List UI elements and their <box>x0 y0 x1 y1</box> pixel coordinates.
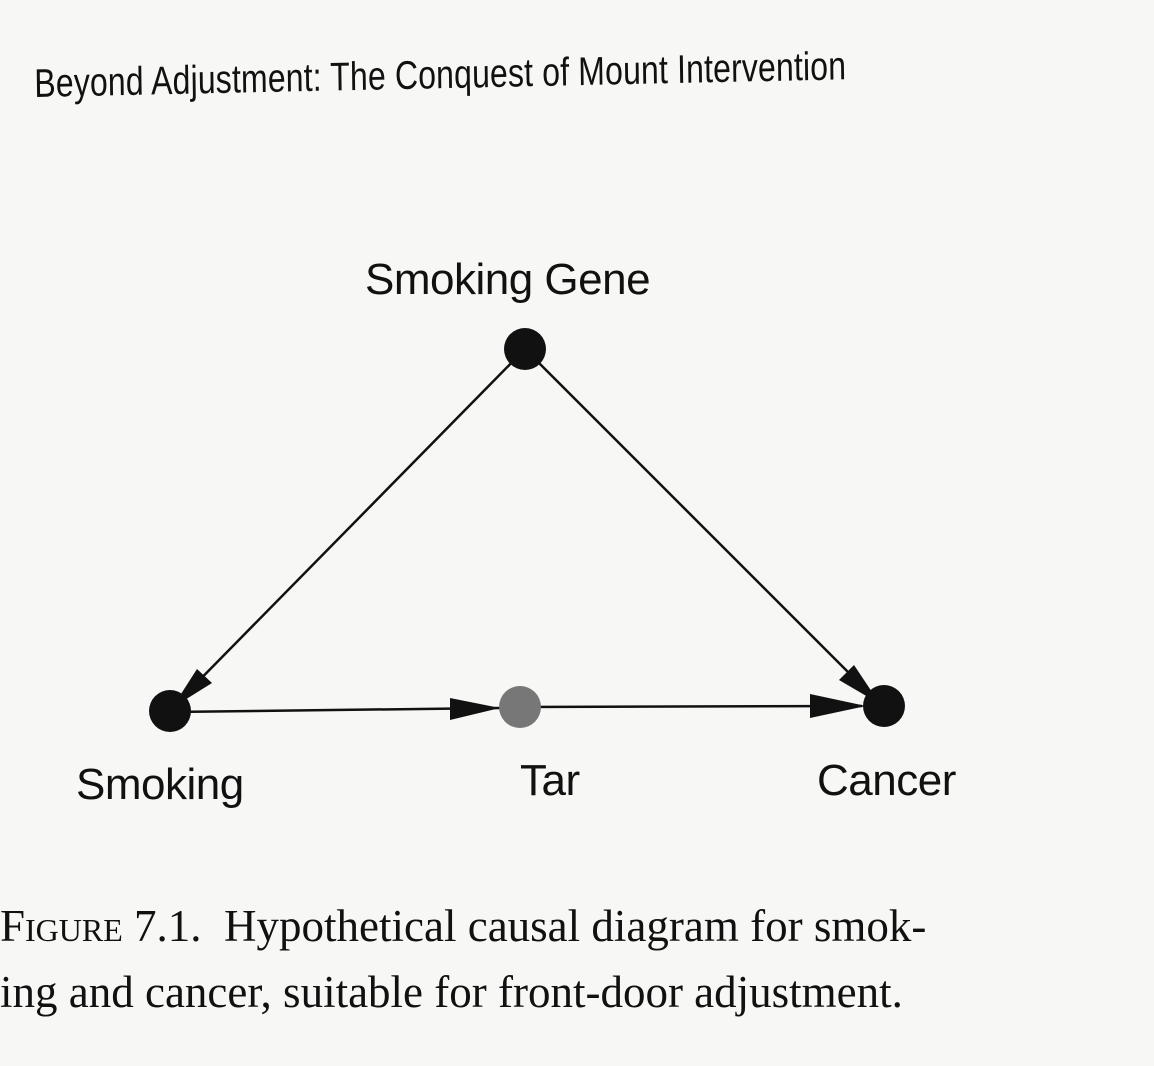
arrowhead-tar <box>450 698 500 720</box>
caption-line-2: ing and cancer, suitable for front-door … <box>0 967 903 1017</box>
figure-label: Figure <box>0 901 123 951</box>
edge-tar-to-cancer <box>519 704 863 709</box>
caption-line-1: Figure 7.1. Hypothetical causal diagram … <box>0 893 1154 959</box>
label-cancer: Cancer <box>817 756 956 805</box>
node-cancer <box>863 685 905 727</box>
figure-number: 7.1. <box>122 901 202 951</box>
label-smoking-gene: Smoking Gene <box>365 255 650 304</box>
node-tar <box>499 686 541 728</box>
label-tar: Tar <box>520 756 580 805</box>
arrowhead-cancer-from-tar <box>810 694 866 718</box>
edge-gene-to-smoking <box>171 348 526 709</box>
edge-smoking-to-tar <box>169 706 501 714</box>
figure-caption: Figure 7.1. Hypothetical causal diagram … <box>0 893 1154 1025</box>
node-smoking <box>149 690 191 732</box>
edge-gene-to-cancer <box>524 348 881 705</box>
label-smoking: Smoking <box>76 760 244 809</box>
caption-text-1: Hypothetical causal diagram for smok- <box>201 901 927 951</box>
node-smoking-gene <box>504 328 546 370</box>
